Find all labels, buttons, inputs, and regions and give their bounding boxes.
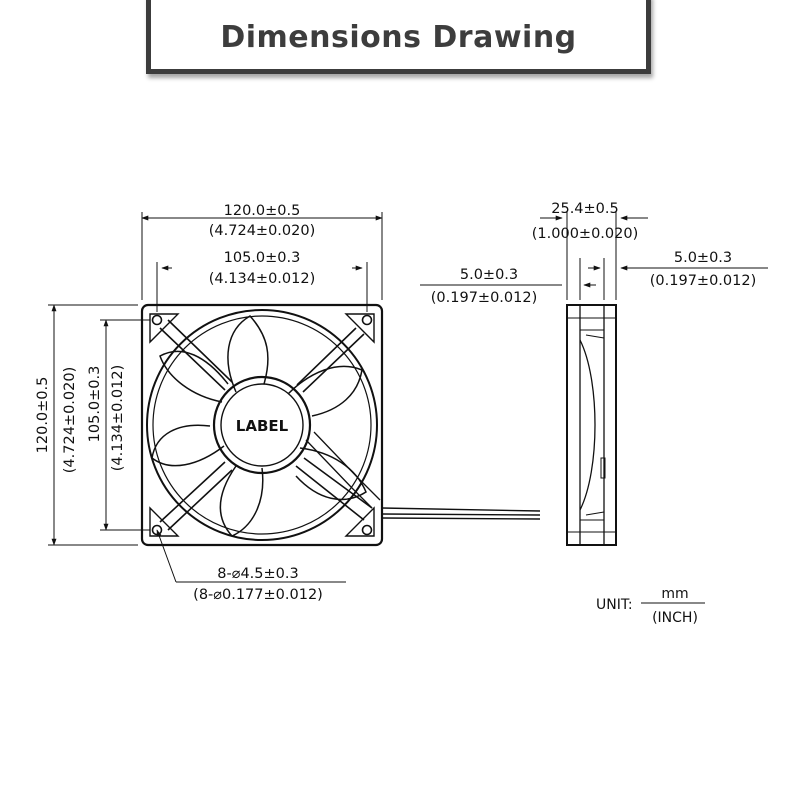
- holes-mm-label: 8-⌀4.5±0.3: [217, 566, 298, 582]
- unit-note: UNIT: mm (INCH): [596, 586, 705, 626]
- hub-outer: [212, 375, 312, 475]
- hole-callout-leader: [156, 529, 346, 583]
- venturi-ring: [146, 309, 378, 541]
- height-mm-label: 120.0±0.5: [35, 377, 51, 454]
- strut-bl: [159, 461, 233, 531]
- hole-span-mm-label: 105.0±0.3: [224, 250, 301, 266]
- strut-tr: [296, 327, 365, 393]
- side-venturi: [579, 339, 596, 511]
- corner-top-left: [149, 313, 180, 344]
- height-dimension: [48, 304, 138, 546]
- unit-numerator: mm: [661, 586, 688, 602]
- v-hole-span-inch-label: (4.134±0.012): [110, 365, 126, 471]
- corner-top-right: [344, 313, 375, 344]
- hole-span-inch-label: (4.134±0.012): [209, 271, 315, 287]
- hole-span-dimension: [156, 262, 368, 312]
- side-mark: [600, 457, 606, 479]
- drawing-title: Dimensions Drawing: [220, 19, 577, 55]
- depth-inch-label: (1.000±0.020): [532, 226, 638, 242]
- width-mm-label: 120.0±0.5: [224, 203, 301, 219]
- height-inch-label: (4.724±0.020): [62, 367, 78, 473]
- width-dimension: [141, 212, 383, 300]
- corner-bottom-right: [344, 506, 375, 537]
- v-hole-span-mm-label: 105.0±0.3: [87, 366, 103, 443]
- strut-br: [295, 457, 373, 521]
- depth-dimension: [540, 212, 648, 300]
- title-box: Dimensions Drawing: [146, 0, 651, 74]
- right-flange-mm-label: 5.0±0.3: [674, 250, 732, 266]
- side-frame: [566, 304, 617, 546]
- side-view: [566, 304, 617, 546]
- v-hole-span-dimension: [100, 319, 150, 531]
- left-flange-inch-label: (0.197±0.012): [431, 290, 537, 306]
- depth-mm-label: 25.4±0.5: [551, 201, 619, 217]
- corner-bottom-left: [149, 506, 180, 537]
- fan-cable: [381, 507, 541, 520]
- left-flange-mm-label: 5.0±0.3: [460, 267, 518, 283]
- front-view: [140, 303, 541, 547]
- strut-tl: [159, 319, 233, 391]
- mount-hole-tl: [151, 314, 163, 326]
- flange-dimensions: [420, 258, 768, 300]
- hub-inner: [220, 383, 304, 467]
- mount-hole-tr: [361, 314, 373, 326]
- hub-label: LABEL: [236, 417, 289, 435]
- mount-hole-br: [361, 524, 373, 536]
- right-flange-inch-label: (0.197±0.012): [650, 273, 756, 289]
- width-inch-label: (4.724±0.020): [209, 223, 315, 239]
- fan-frame: [140, 303, 384, 547]
- unit-denominator: (INCH): [652, 610, 698, 626]
- unit-label: UNIT:: [596, 597, 633, 613]
- holes-inch-label: (8-⌀0.177±0.012): [193, 587, 323, 603]
- wire-channel: [305, 431, 381, 509]
- fan-blades: [151, 315, 367, 537]
